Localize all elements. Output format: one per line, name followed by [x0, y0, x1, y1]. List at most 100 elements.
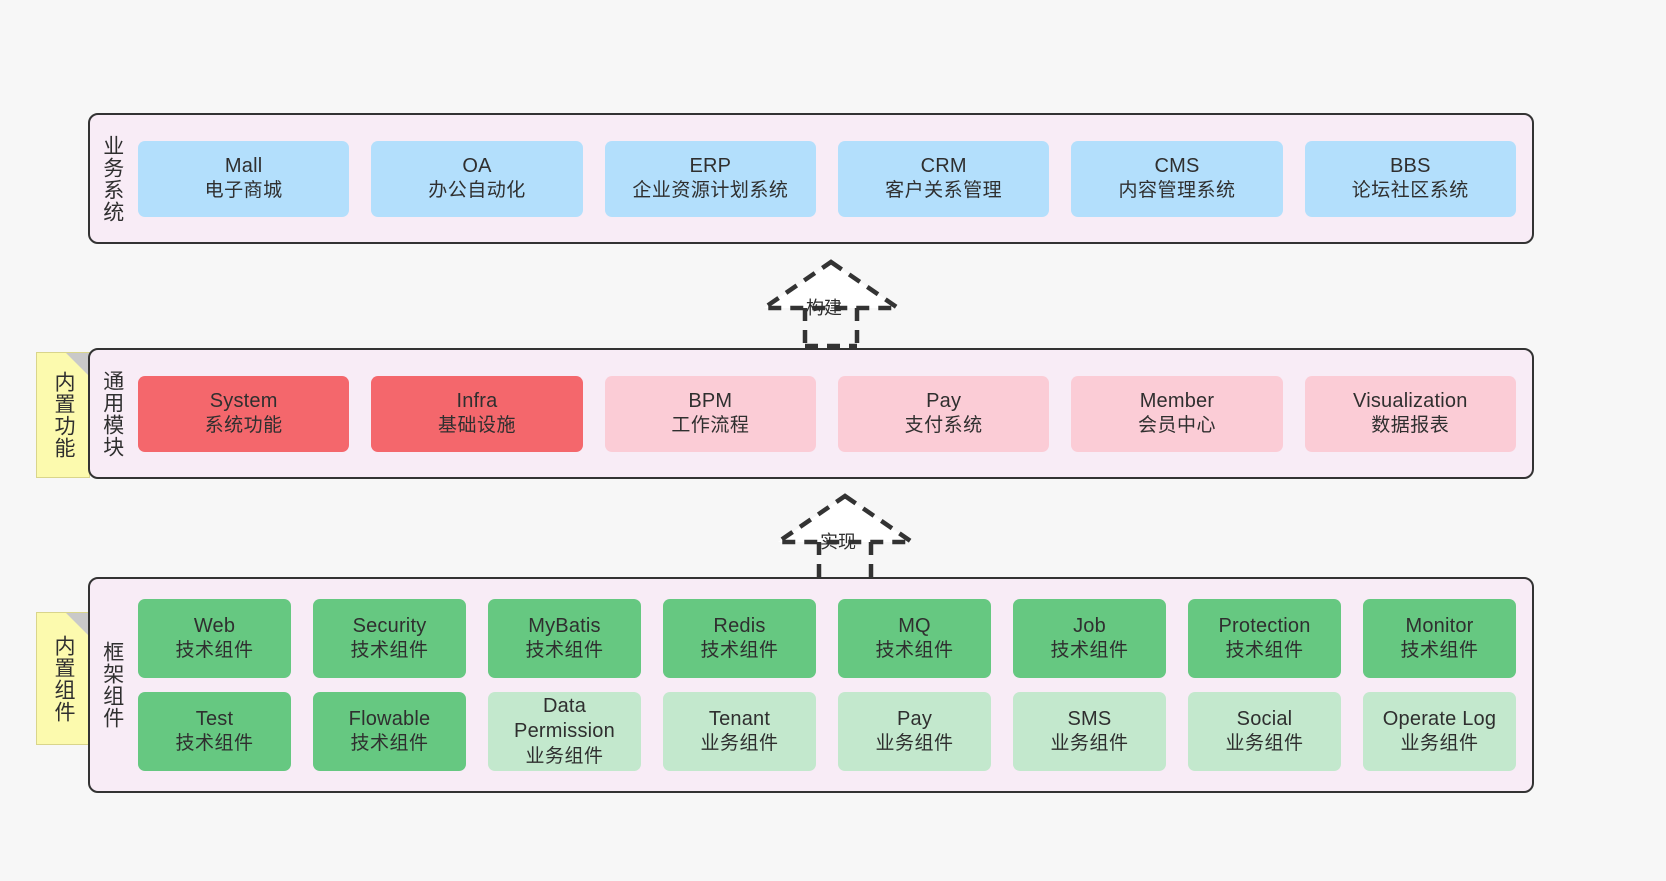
node-title: Data Permission: [514, 694, 615, 743]
node-bpm[interactable]: BPM 工作流程: [604, 375, 816, 452]
node-subtitle: 业务组件: [875, 733, 954, 755]
node-subtitle: 企业资源计划系统: [632, 180, 789, 202]
connector-realize-label: 实现: [820, 532, 856, 552]
node-sms[interactable]: SMS 业务组件: [1013, 692, 1166, 771]
connector-build-arrow-icon: [756, 259, 906, 349]
node-title: Operate Log: [1382, 707, 1497, 730]
node-subtitle: 技术组件: [175, 640, 254, 662]
node-subtitle: 业务组件: [700, 733, 779, 755]
node-title: OA: [462, 154, 492, 177]
node-title: Member: [1139, 389, 1215, 412]
layer-title-business-systems: 业务系统: [100, 134, 124, 223]
layer-framework-components[interactable]: 框架组件 Web 技术组件 Security 技术组件 MyBatis 技术组件…: [88, 577, 1534, 793]
node-mybatis[interactable]: MyBatis 技术组件: [488, 599, 641, 678]
node-cms[interactable]: CMS 内容管理系统: [1071, 140, 1283, 217]
node-data-permission[interactable]: Data Permission 业务组件: [488, 692, 641, 771]
node-title: Redis: [713, 614, 766, 637]
node-title: Social: [1236, 707, 1293, 730]
node-subtitle: 基础设施: [437, 415, 516, 437]
node-test[interactable]: Test 技术组件: [138, 692, 291, 771]
layer-body-business-systems: Mall 电子商城 OA 办公自动化 ERP 企业资源计划系统 CRM 客户关系…: [134, 115, 1532, 242]
node-security[interactable]: Security 技术组件: [313, 599, 466, 678]
layer-row: Mall 电子商城 OA 办公自动化 ERP 企业资源计划系统 CRM 客户关系…: [138, 140, 1516, 217]
layer-title-framework-components: 框架组件: [100, 641, 124, 729]
node-title: Pay: [926, 389, 962, 412]
node-title: BBS: [1389, 154, 1431, 177]
node-subtitle: 业务组件: [1400, 733, 1479, 755]
node-subtitle: 内容管理系统: [1118, 180, 1236, 202]
node-subtitle: 客户关系管理: [885, 180, 1003, 202]
note-label: 内置功能: [52, 371, 75, 459]
node-title: Tenant: [708, 707, 771, 730]
node-title: CMS: [1154, 154, 1200, 177]
node-protection[interactable]: Protection 技术组件: [1188, 599, 1341, 678]
connector-realize: 实现: [770, 492, 920, 583]
node-title: Security: [352, 614, 427, 637]
note-label: 内置组件: [52, 634, 75, 723]
layer-business-systems[interactable]: 业务系统 Mall 电子商城 OA 办公自动化 ERP 企业资源计划系统 CRM…: [88, 113, 1534, 244]
node-subtitle: 业务组件: [525, 745, 604, 767]
node-title: Infra: [456, 389, 498, 412]
node-title: Visualization: [1353, 389, 1468, 412]
node-title: Web: [193, 614, 236, 637]
layer-title-common-modules: 通用模块: [100, 369, 124, 458]
node-erp[interactable]: ERP 企业资源计划系统: [604, 140, 816, 217]
node-pay-module[interactable]: Pay 支付系统: [837, 375, 1050, 452]
layer-row: Test 技术组件 Flowable 技术组件 Data Permission …: [138, 692, 1516, 771]
node-mq[interactable]: MQ 技术组件: [838, 599, 991, 678]
node-title: Flowable: [348, 707, 431, 730]
layer-row: System 系统功能 Infra 基础设施 BPM 工作流程 Pay 支付系统…: [138, 375, 1516, 452]
node-operate-log[interactable]: Operate Log 业务组件: [1363, 692, 1516, 771]
node-title: MyBatis: [528, 614, 601, 637]
node-flowable[interactable]: Flowable 技术组件: [313, 692, 466, 771]
node-subtitle: 技术组件: [1400, 640, 1479, 662]
node-title: Pay: [896, 707, 933, 730]
node-title: System: [209, 389, 278, 412]
node-subtitle: 技术组件: [525, 640, 604, 662]
node-subtitle: 系统功能: [204, 415, 283, 437]
node-member[interactable]: Member 会员中心: [1071, 375, 1283, 452]
node-subtitle: 数据报表: [1371, 415, 1450, 437]
node-job[interactable]: Job 技术组件: [1013, 599, 1166, 678]
node-title: Protection: [1218, 614, 1311, 637]
node-crm[interactable]: CRM 客户关系管理: [837, 140, 1050, 217]
node-subtitle: 技术组件: [350, 640, 429, 662]
node-subtitle: 电子商城: [204, 180, 283, 202]
node-subtitle: 支付系统: [904, 415, 983, 437]
node-redis[interactable]: Redis 技术组件: [663, 599, 816, 678]
node-subtitle: 技术组件: [875, 640, 954, 662]
node-subtitle: 技术组件: [1225, 640, 1304, 662]
node-subtitle: 业务组件: [1225, 733, 1304, 755]
node-title: Monitor: [1405, 614, 1474, 637]
layer-body-common-modules: System 系统功能 Infra 基础设施 BPM 工作流程 Pay 支付系统…: [134, 350, 1532, 477]
node-pay-component[interactable]: Pay 业务组件: [838, 692, 991, 771]
node-oa[interactable]: OA 办公自动化: [371, 140, 583, 217]
node-social[interactable]: Social 业务组件: [1188, 692, 1341, 771]
connector-build-label: 构建: [806, 298, 842, 318]
node-subtitle: 技术组件: [1050, 640, 1129, 662]
node-monitor[interactable]: Monitor 技术组件: [1363, 599, 1516, 678]
node-title: MQ: [898, 614, 931, 637]
node-bbs[interactable]: BBS 论坛社区系统: [1304, 140, 1516, 217]
node-title: SMS: [1067, 707, 1112, 730]
node-web[interactable]: Web 技术组件: [138, 599, 291, 678]
layer-body-framework-components: Web 技术组件 Security 技术组件 MyBatis 技术组件 Redi…: [134, 579, 1532, 791]
node-subtitle: 工作流程: [671, 415, 750, 437]
node-tenant[interactable]: Tenant 业务组件: [663, 692, 816, 771]
node-title: Mall: [224, 154, 263, 177]
layer-common-modules[interactable]: 通用模块 System 系统功能 Infra 基础设施 BPM 工作流程 Pay…: [88, 348, 1534, 479]
node-subtitle: 办公自动化: [428, 180, 526, 202]
node-title: BPM: [688, 389, 733, 412]
node-infra[interactable]: Infra 基础设施: [371, 375, 583, 452]
node-system[interactable]: System 系统功能: [138, 375, 350, 452]
node-mall[interactable]: Mall 电子商城: [138, 140, 350, 217]
node-visualization[interactable]: Visualization 数据报表: [1304, 375, 1516, 452]
node-title: Test: [195, 707, 234, 730]
node-subtitle: 业务组件: [1050, 733, 1129, 755]
node-subtitle: 技术组件: [175, 733, 254, 755]
layer-row: Web 技术组件 Security 技术组件 MyBatis 技术组件 Redi…: [138, 599, 1516, 678]
node-subtitle: 技术组件: [700, 640, 779, 662]
node-title: ERP: [689, 154, 732, 177]
connector-build: 构建: [756, 258, 906, 349]
